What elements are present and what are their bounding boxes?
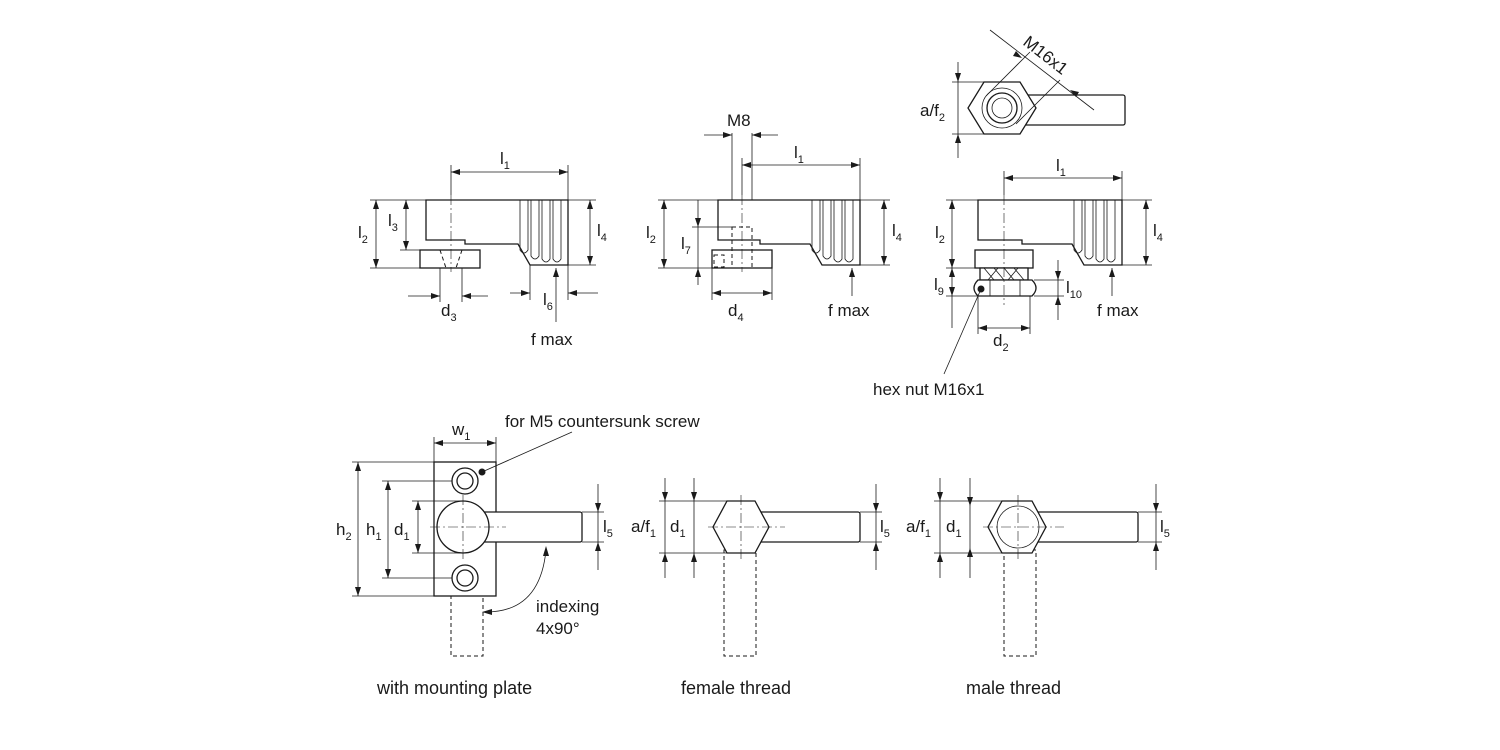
callout-indexing-1: indexing: [536, 597, 599, 616]
dim-l4-b: l4: [892, 221, 902, 244]
dim-d2: d2: [993, 331, 1009, 354]
dim-d1-b: d1: [670, 517, 686, 540]
dim-d1-c: d1: [946, 517, 962, 540]
dim-l5-c: l5: [1160, 517, 1170, 540]
caption-mounting-plate: with mounting plate: [376, 678, 532, 698]
dim-h1: h1: [366, 520, 382, 543]
ribs: [519, 200, 562, 263]
side-view-female-thread: [658, 132, 890, 300]
callout-f-max-a: f max: [531, 330, 573, 349]
dim-l7: l7: [681, 234, 691, 257]
dim-d3: d3: [441, 301, 457, 324]
dim-d4: d4: [728, 301, 744, 324]
top-view-male-thread: [934, 478, 1162, 657]
callout-f-max-c: f max: [1097, 301, 1139, 320]
side-view-mounting-plate: [370, 165, 598, 322]
top-view-mounting-plate: [352, 431, 604, 657]
dim-l1-c: l1: [1056, 156, 1066, 179]
callout-f-max-b: f max: [828, 301, 870, 320]
dim-l1-b: l1: [794, 143, 804, 166]
dim-l4-a: l4: [597, 221, 607, 244]
top-view-female-thread: [659, 478, 882, 657]
dim-l6: l6: [543, 290, 553, 313]
ribs: [1073, 200, 1116, 263]
dim-l2-a: l2: [358, 223, 368, 246]
dim-h2: h2: [336, 520, 352, 543]
dim-w1: w1: [451, 420, 470, 443]
dim-l9: l9: [934, 275, 944, 298]
top-view-hex: [952, 29, 1126, 158]
dim-d1-a: d1: [394, 520, 410, 543]
callout-indexing-2: 4x90°: [536, 619, 580, 638]
svg-text:M16x1: M16x1: [1020, 32, 1072, 78]
dim-l5-a: l5: [603, 517, 613, 540]
dim-l5-b: l5: [880, 517, 890, 540]
callout-hex-nut: hex nut M16x1: [873, 380, 985, 399]
callout-countersunk: for M5 countersunk screw: [505, 412, 700, 431]
dim-l10: l10: [1066, 278, 1082, 301]
dim-af1-b: a/f1: [906, 517, 931, 540]
dim-l2-b: l2: [646, 223, 656, 246]
dim-l1-a: l1: [500, 149, 510, 172]
caption-male-thread: male thread: [966, 678, 1061, 698]
dim-l3: l3: [388, 211, 398, 234]
side-view-male-thread: [943, 171, 1152, 375]
dim-af1-a: a/f1: [631, 517, 656, 540]
callout-m16x1: M16x1: [1020, 32, 1072, 78]
dim-l4-c: l4: [1153, 221, 1163, 244]
ribs: [811, 200, 854, 263]
callout-m8: M8: [727, 111, 751, 130]
dim-l2-c: l2: [935, 223, 945, 246]
dim-af2: a/f2: [920, 101, 945, 124]
caption-female-thread: female thread: [681, 678, 791, 698]
